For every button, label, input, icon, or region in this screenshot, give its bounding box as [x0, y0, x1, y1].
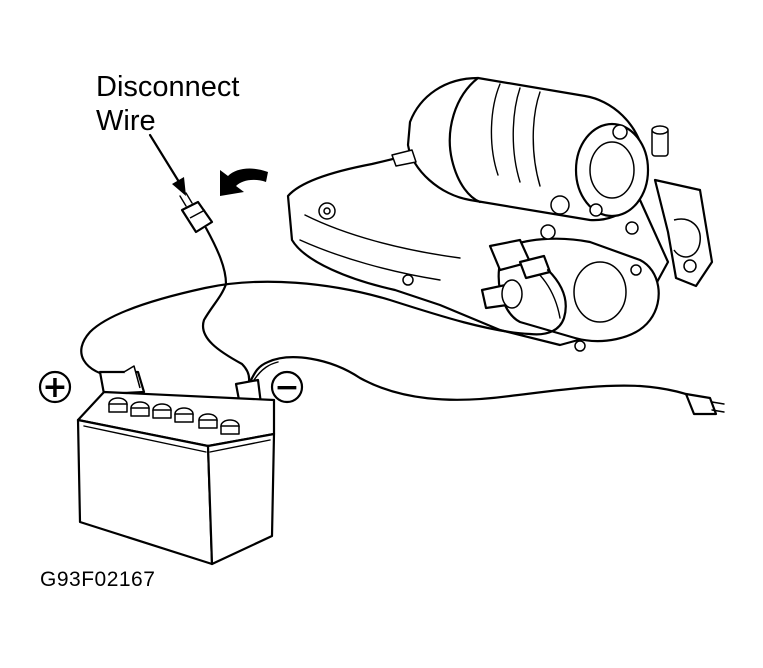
negative-terminal-symbol: − [270, 370, 304, 405]
jumper-wires [80, 226, 702, 402]
positive-clip [98, 365, 146, 396]
pointer-arrow-icon [148, 133, 186, 196]
positive-terminal-symbol: + [38, 370, 72, 405]
battery-icon [76, 390, 276, 566]
figure-id: G93F02167 [40, 568, 156, 591]
starter-motor-icon [286, 76, 714, 352]
callout-line-2: Wire [96, 105, 156, 137]
negative-sign-label: − [274, 370, 299, 405]
disconnect-wire-callout: Disconnect Wire [96, 70, 239, 138]
disconnected-connector [179, 192, 214, 234]
positive-sign-label: + [42, 370, 67, 405]
callout-line-1: Disconnect [96, 71, 240, 103]
rotation-arrow-icon [220, 168, 268, 196]
wire-end-connector [684, 392, 725, 416]
